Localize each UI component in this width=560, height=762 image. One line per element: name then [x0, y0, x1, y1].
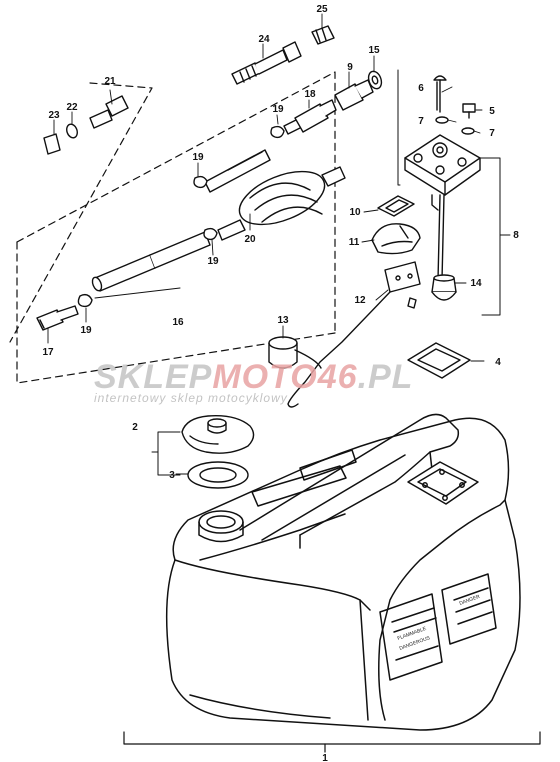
hose-upper: [204, 149, 271, 193]
seal-3: [187, 461, 249, 489]
clip-19-mid: [203, 227, 218, 241]
gauge-housing: [404, 134, 481, 211]
bracket-1: [123, 731, 541, 753]
callout-16: 16: [172, 317, 184, 328]
callout-17: 17: [42, 347, 54, 358]
fuel-tank-1: [165, 413, 521, 731]
clip-19-upper: [193, 175, 208, 189]
watermark-brand-part1: SKLEP: [94, 358, 212, 396]
connector-9: [334, 79, 374, 111]
connector-24: [231, 41, 302, 85]
callout-19-lower: 19: [80, 325, 92, 336]
fuel-cap-2: [181, 415, 255, 454]
bracket-12: [384, 261, 421, 309]
callout-19-upper: 19: [272, 104, 284, 115]
connector-21: [89, 95, 129, 129]
gauge-rod: [437, 194, 445, 281]
callout-14: 14: [470, 278, 482, 289]
callout-25: 25: [316, 4, 328, 15]
float-wire: [287, 291, 391, 408]
watermark-brand-part2: MOTO: [212, 358, 317, 396]
callout-7-right: 7: [489, 128, 495, 139]
callout-18: 18: [304, 89, 316, 100]
callout-numbers: 1 2 3 4 5 6 7 7 8 9 10 11 12 13 14 15 16…: [42, 4, 519, 762]
gasket-4: [407, 342, 471, 379]
callout-21: 21: [104, 76, 116, 87]
clip-19-left: [77, 293, 93, 308]
leader-lines: [47, 13, 375, 344]
callout-2: 2: [132, 422, 138, 433]
callout-11: 11: [349, 237, 360, 248]
callout-8: 8: [513, 230, 519, 241]
callout-22: 22: [66, 102, 78, 113]
float-14: [431, 274, 457, 301]
connector-17: [36, 305, 79, 331]
oring-22: [66, 123, 78, 139]
connector-18: [294, 99, 337, 133]
watermark: SKLEPMOTO46.PL internetowy sklep motocyk…: [94, 358, 413, 405]
washer-7-right: [461, 127, 475, 135]
callout-10: 10: [349, 207, 361, 218]
float-11: [371, 223, 421, 255]
callout-7-left: 7: [418, 116, 424, 127]
watermark-tagline: internetowy sklep motocyklowy: [94, 391, 288, 405]
bracket-8: [397, 69, 501, 316]
callout-19-left: 19: [192, 152, 204, 163]
hose-16: [91, 231, 211, 292]
callout-1: 1: [322, 753, 328, 762]
watermark-brand: SKLEPMOTO46.PL: [94, 358, 413, 396]
clip-19-right: [270, 125, 285, 139]
connector-25: [311, 25, 335, 45]
callout-9: 9: [347, 62, 353, 73]
gasket-10: [377, 195, 415, 217]
callout-19-mid: 19: [207, 256, 219, 267]
callout-12: 12: [354, 295, 366, 306]
callout-24: 24: [258, 34, 270, 45]
callout-4: 4: [495, 357, 501, 368]
watermark-brand-part3: 46: [317, 358, 358, 396]
callout-15: 15: [368, 45, 380, 56]
primer-bulb-20: [217, 166, 346, 241]
washer-15: [367, 70, 383, 90]
callout-5: 5: [489, 106, 495, 117]
callout-13: 13: [277, 315, 289, 326]
callout-3: 3: [169, 470, 175, 481]
washer-7-left: [435, 116, 449, 124]
filter-13: [268, 336, 322, 369]
callout-6: 6: [418, 83, 424, 94]
callout-20: 20: [244, 234, 256, 245]
callout-23: 23: [48, 110, 60, 121]
bracket-16: [94, 287, 181, 299]
watermark-brand-suffix: .PL: [358, 358, 414, 396]
cap-23: [43, 133, 61, 155]
hose-assembly-boundary: [9, 71, 336, 384]
screw-6: [433, 75, 447, 113]
screw-5: [462, 103, 476, 119]
